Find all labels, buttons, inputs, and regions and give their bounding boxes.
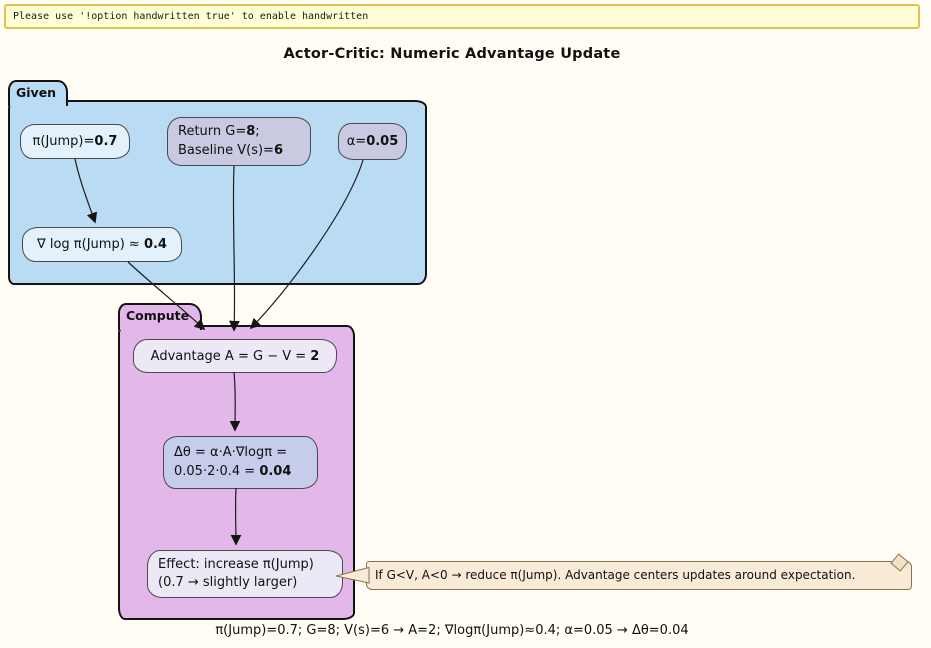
- grad-log-node: ∇ log π(Jump) ≈ 0.4: [22, 227, 182, 262]
- node-text-part: Advantage A = G − V =: [150, 348, 311, 364]
- node-text: Return G=8;: [178, 123, 310, 141]
- node-text: ∇ log π(Jump) ≈ 0.4: [37, 237, 167, 252]
- diagram-title: Actor-Critic: Numeric Advantage Update: [283, 46, 621, 62]
- return-baseline-node: Return G=8; Baseline V(s)=6: [167, 117, 311, 166]
- node-text: Baseline V(s)=6: [178, 142, 310, 160]
- node-text-part: π(Jump)=: [32, 134, 95, 149]
- node-text-bold: 8: [246, 124, 256, 140]
- caption: π(Jump)=0.7; G=8; V(s)=6 → A=2; ∇logπ(Ju…: [215, 623, 689, 638]
- alpha-node: α=0.05: [338, 123, 407, 160]
- node-text: 0.05·2·0.4 = 0.04: [174, 463, 317, 481]
- plantuml-option-banner: Please use '!option handwritten true' to…: [4, 4, 920, 29]
- node-text-part: Baseline V(s)=: [178, 142, 274, 158]
- node-text-part: ;: [255, 124, 260, 140]
- compute-cluster-tab: Compute: [118, 303, 202, 330]
- node-text-bold: 0.05: [366, 134, 399, 149]
- note: If G<V, A<0 → reduce π(Jump). Advantage …: [366, 561, 912, 590]
- node-text-part: α=: [346, 134, 367, 149]
- node-text: (0.7 → slightly larger): [158, 575, 298, 590]
- effect-node: Effect: increase π(Jump) (0.7 → slightly…: [147, 550, 343, 598]
- node-text-bold: 2: [310, 348, 320, 364]
- node-text-part: ∇ log π(Jump) ≈: [37, 237, 144, 252]
- node-text: Advantage A = G − V = 2: [151, 349, 320, 364]
- given-cluster-tab: Given: [8, 80, 68, 106]
- node-text-bold: 0.04: [259, 463, 292, 479]
- advantage-node: Advantage A = G − V = 2: [133, 339, 337, 373]
- pi-policy-node: π(Jump)=0.7: [20, 124, 130, 159]
- delta-theta-node: Δθ = α·A·∇logπ = 0.05·2·0.4 = 0.04: [163, 436, 318, 489]
- node-text: Δθ = α·A·∇logπ =: [174, 445, 288, 461]
- node-text: Effect: increase π(Jump): [158, 556, 314, 572]
- node-text-part: 0.05·2·0.4 =: [174, 463, 260, 479]
- node-text: π(Jump)=0.7: [33, 134, 118, 149]
- node-text: α=0.05: [347, 134, 399, 149]
- node-text-bold: 0.4: [143, 237, 167, 252]
- node-text-bold: 6: [273, 142, 283, 158]
- node-text-bold: 0.7: [94, 134, 118, 149]
- node-text-part: Return G=: [178, 124, 247, 140]
